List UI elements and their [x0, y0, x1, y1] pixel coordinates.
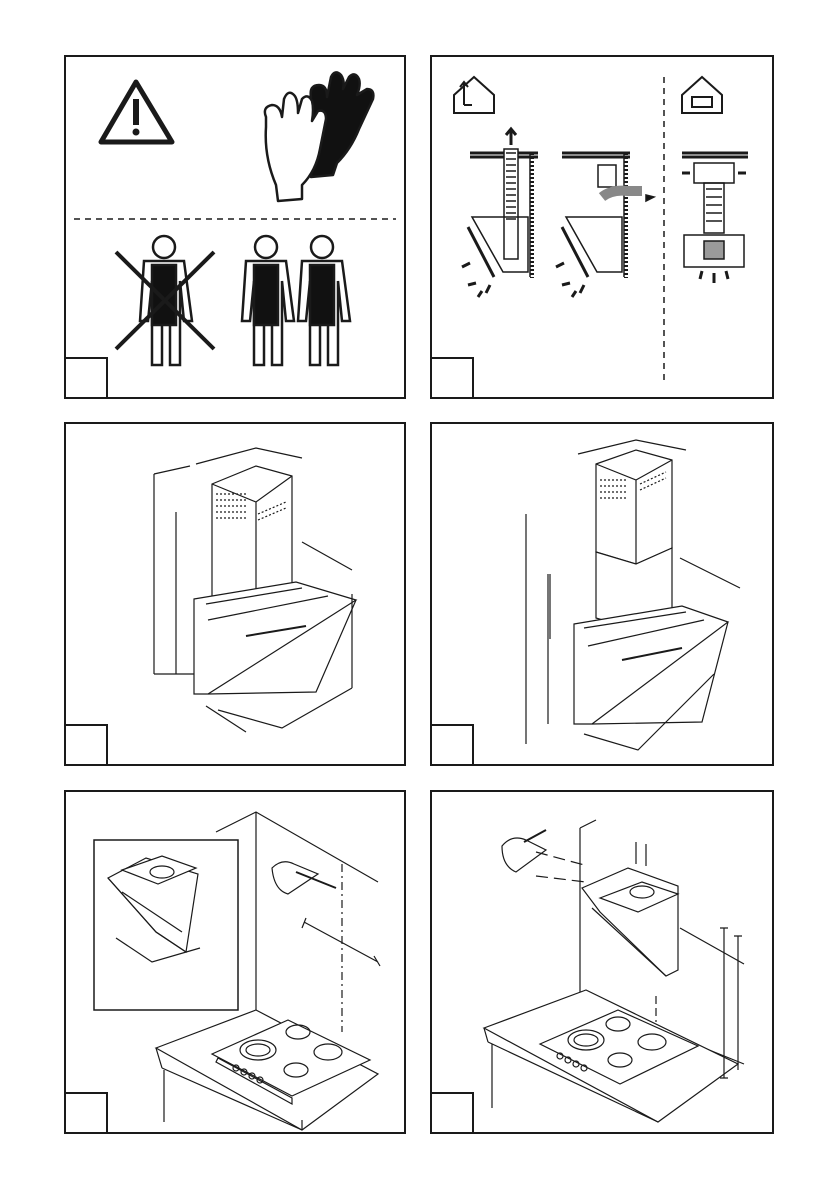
panel-number: [64, 724, 108, 766]
hood-dimensions-tall-drawing: [432, 424, 772, 764]
two-persons-icon: [242, 236, 350, 365]
hood-dimensions-short-drawing: [66, 424, 404, 764]
hood-vertical-exhaust: [462, 129, 538, 297]
panel-number: [64, 357, 108, 399]
house-recirculation-icon: [682, 77, 722, 113]
panel-exhaust-modes: [430, 55, 774, 399]
hood-horizontal-exhaust: [556, 153, 654, 297]
panel-number: [430, 724, 474, 766]
wall-marking-drawing: [66, 792, 404, 1132]
gloves-icon: [265, 72, 374, 201]
house-exhaust-icon: [454, 77, 494, 113]
exhaust-modes-illustration: [432, 57, 772, 397]
hood-recirculation: [682, 153, 748, 283]
panel-marking-wall: [64, 790, 406, 1134]
panel-dimensions-short: [64, 422, 406, 766]
panel-number: [430, 357, 474, 399]
panel-safety: [64, 55, 406, 399]
panel-mounting-height: [430, 790, 774, 1134]
panel-dimensions-tall: [430, 422, 774, 766]
mounting-height-drawing: [432, 792, 772, 1132]
safety-illustration: [66, 57, 404, 397]
panel-number: [64, 1092, 108, 1134]
panel-number: [430, 1092, 474, 1134]
